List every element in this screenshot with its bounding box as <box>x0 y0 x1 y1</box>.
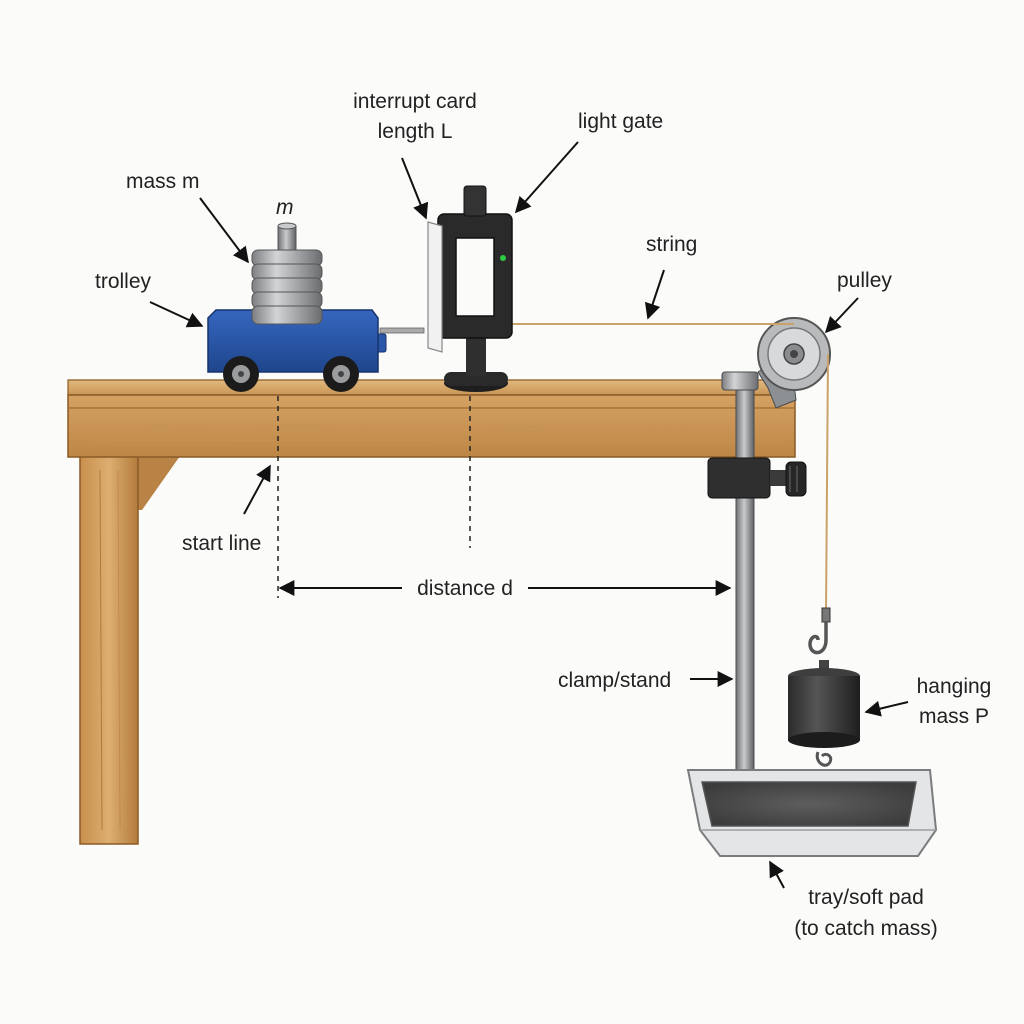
interrupt-card <box>427 221 443 353</box>
arrow-interrupt-card <box>401 157 429 220</box>
pointer-arrows <box>149 141 909 889</box>
hook <box>808 622 828 655</box>
label-string: string <box>646 233 697 256</box>
tray <box>686 769 938 857</box>
pulley <box>757 317 831 409</box>
arrow-trolley <box>149 301 204 328</box>
table-leg <box>79 453 139 845</box>
clamp-stand <box>707 371 807 774</box>
arrow-tray <box>769 860 785 889</box>
arrow-hanging-mass <box>864 700 909 717</box>
indicator-led <box>500 255 506 261</box>
label-mass-symbol: m <box>276 196 294 219</box>
arrow-string <box>644 269 665 320</box>
label-interrupt-card-length: length L <box>378 120 453 143</box>
table-top <box>67 379 796 396</box>
light-gate <box>437 185 513 392</box>
hanging-mass-body <box>788 676 860 740</box>
label-hanging-mass-line2: mass P <box>919 705 989 728</box>
label-start-line: start line <box>182 532 261 555</box>
table-clamp <box>707 457 807 499</box>
hanging-mass <box>788 607 860 767</box>
label-clamp-stand: clamp/stand <box>558 669 671 692</box>
label-tray: tray/soft pad <box>808 886 924 909</box>
label-interrupt-card: interrupt card <box>353 90 477 113</box>
label-hanging-mass: hanging <box>917 675 992 698</box>
trolley-body <box>207 309 379 373</box>
table-brace <box>135 456 180 510</box>
arrow-pulley <box>824 297 859 334</box>
label-distance: distance d <box>417 577 513 600</box>
arrow-light-gate <box>514 141 579 214</box>
reference-lines <box>277 396 471 598</box>
stand-rod <box>735 384 755 774</box>
mass-stack <box>251 222 323 325</box>
trolley-wheel <box>323 356 359 392</box>
label-tray-purpose: (to catch mass) <box>794 917 938 940</box>
label-pulley: pulley <box>837 269 892 292</box>
arrow-start-line <box>243 464 271 515</box>
label-light-gate: light gate <box>578 110 663 133</box>
arrow-mass <box>199 197 249 264</box>
table <box>67 379 796 845</box>
trolley-wheel <box>223 356 259 392</box>
trolley <box>207 309 425 392</box>
label-trolley: trolley <box>95 270 152 293</box>
label-mass: mass m <box>126 170 200 193</box>
labels: mass m m trolley interrupt card length L… <box>95 90 991 940</box>
